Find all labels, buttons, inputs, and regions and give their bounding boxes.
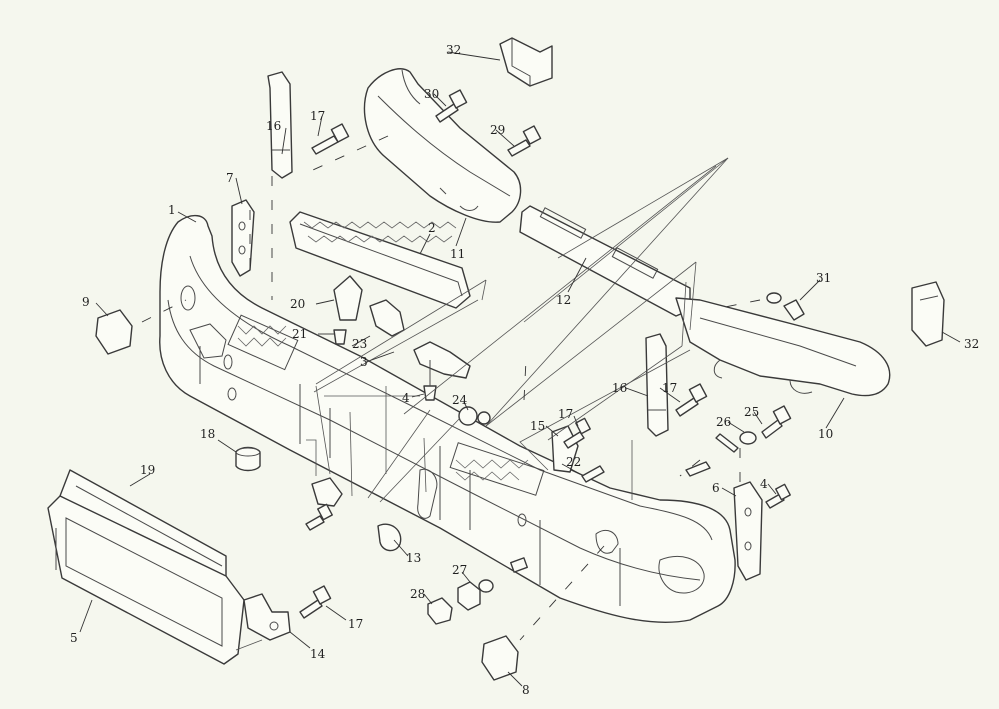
callout-22: 22 [566, 455, 581, 469]
callout-16-left: 16 [266, 119, 281, 133]
callout-31: 31 [816, 271, 831, 285]
callout-5: 5 [70, 631, 78, 645]
rod-connector [685, 433, 739, 477]
callout-17-upper: 17 [310, 109, 325, 123]
callout-27: 27 [452, 563, 467, 577]
dashed-assembly-lines [141, 135, 761, 641]
callout-32-right: 32 [964, 337, 979, 351]
nut-27 [457, 579, 494, 611]
callout-19: 19 [140, 463, 155, 477]
callout-26: 26 [716, 415, 731, 429]
right-bracket [733, 481, 763, 581]
callout-28: 28 [410, 587, 425, 601]
callout-8: 8 [522, 683, 530, 697]
bolt-22 [581, 465, 605, 483]
callout-32-top: 32 [446, 43, 461, 57]
upper-step-cover [363, 68, 522, 223]
callout-7: 7 [226, 171, 234, 185]
bolt-29 [507, 125, 542, 157]
callout-21: 21 [292, 327, 307, 341]
connector-24 [458, 406, 491, 426]
clamp-bracket [243, 593, 291, 641]
bolt-lower-left [305, 503, 333, 531]
bolt-17-upper [311, 123, 350, 155]
callout-6: 6 [712, 481, 720, 495]
nut-28 [427, 597, 453, 625]
support-rod-left [267, 71, 293, 179]
bolt-17-right [675, 383, 708, 417]
callout-15: 15 [530, 419, 545, 433]
callout-1: 1 [168, 203, 176, 217]
callout-9: 9 [82, 295, 90, 309]
bolt-17-lower [299, 585, 332, 619]
callout-24: 24 [452, 393, 468, 407]
callout-14: 14 [310, 647, 326, 661]
callout-labels: 1 2 3 4 4 5 6 7 8 9 10 11 12 13 14 15 16… [70, 43, 979, 697]
upper-grille-insert [289, 211, 471, 309]
strap-clip [311, 477, 343, 507]
callout-20: 20 [290, 297, 305, 311]
left-bracket [231, 199, 255, 277]
support-bar [519, 205, 691, 317]
bolt-25-washer-26 [739, 405, 792, 445]
clip-3 [413, 341, 471, 379]
callout-3: 3 [360, 355, 368, 369]
bolt-30 [435, 89, 468, 123]
assembly-guide-lines [235, 157, 729, 651]
fog-lamp-cover-right [481, 635, 519, 681]
bolt-31 [766, 292, 805, 321]
bolt-21 [333, 329, 347, 345]
callout-23: 23 [352, 337, 367, 351]
callout-25: 25 [744, 405, 759, 419]
rubber-stopper [235, 446, 261, 472]
callout-16-right: 16 [612, 381, 627, 395]
callout-4-center: 4 [402, 391, 410, 405]
leader-lines [79, 51, 961, 687]
bolt-17-mid [563, 417, 591, 449]
callout-11: 11 [450, 247, 465, 261]
callout-12: 12 [556, 293, 571, 307]
callout-13: 13 [406, 551, 421, 565]
pin-small [510, 557, 528, 573]
latch-20 [333, 275, 405, 337]
clip-13 [377, 523, 402, 552]
bolt-4-right [765, 483, 791, 509]
callout-2: 2 [428, 221, 436, 235]
callout-17-lower: 17 [348, 617, 363, 631]
mounting-plate-top [499, 37, 553, 87]
callout-29: 29 [490, 123, 505, 137]
mounting-plate-right [911, 281, 945, 347]
lower-grille-panel [47, 469, 245, 665]
rear-step-bar [675, 297, 891, 397]
callout-4-right: 4 [760, 477, 768, 491]
callout-17-mid: 17 [558, 407, 573, 421]
fog-lamp-cover-left [95, 309, 133, 355]
callout-30: 30 [424, 87, 439, 101]
callout-18: 18 [200, 427, 215, 441]
callout-17-right: 17 [662, 381, 677, 395]
callout-10: 10 [818, 427, 833, 441]
front-bumper [159, 215, 736, 623]
